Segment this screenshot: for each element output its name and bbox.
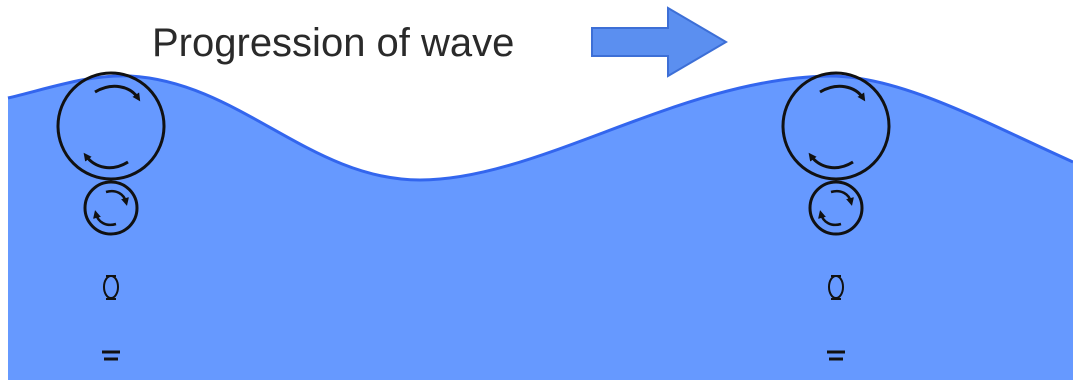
clockwise-orbit-icon — [781, 71, 891, 181]
diagram-title: Progression of wave — [152, 21, 514, 65]
clockwise-orbit-icon — [83, 180, 139, 236]
water-body — [8, 75, 1073, 380]
clockwise-orbit-icon — [827, 350, 845, 361]
clockwise-orbit-icon — [828, 275, 844, 300]
clockwise-orbit-icon — [56, 71, 166, 181]
orbit-column-right — [781, 71, 891, 361]
clockwise-orbit-icon — [103, 275, 119, 300]
clockwise-orbit-icon — [102, 350, 120, 361]
orbit-column-left — [56, 71, 166, 361]
clockwise-orbit-icon — [808, 180, 864, 236]
right-block-arrow-icon — [591, 6, 728, 78]
